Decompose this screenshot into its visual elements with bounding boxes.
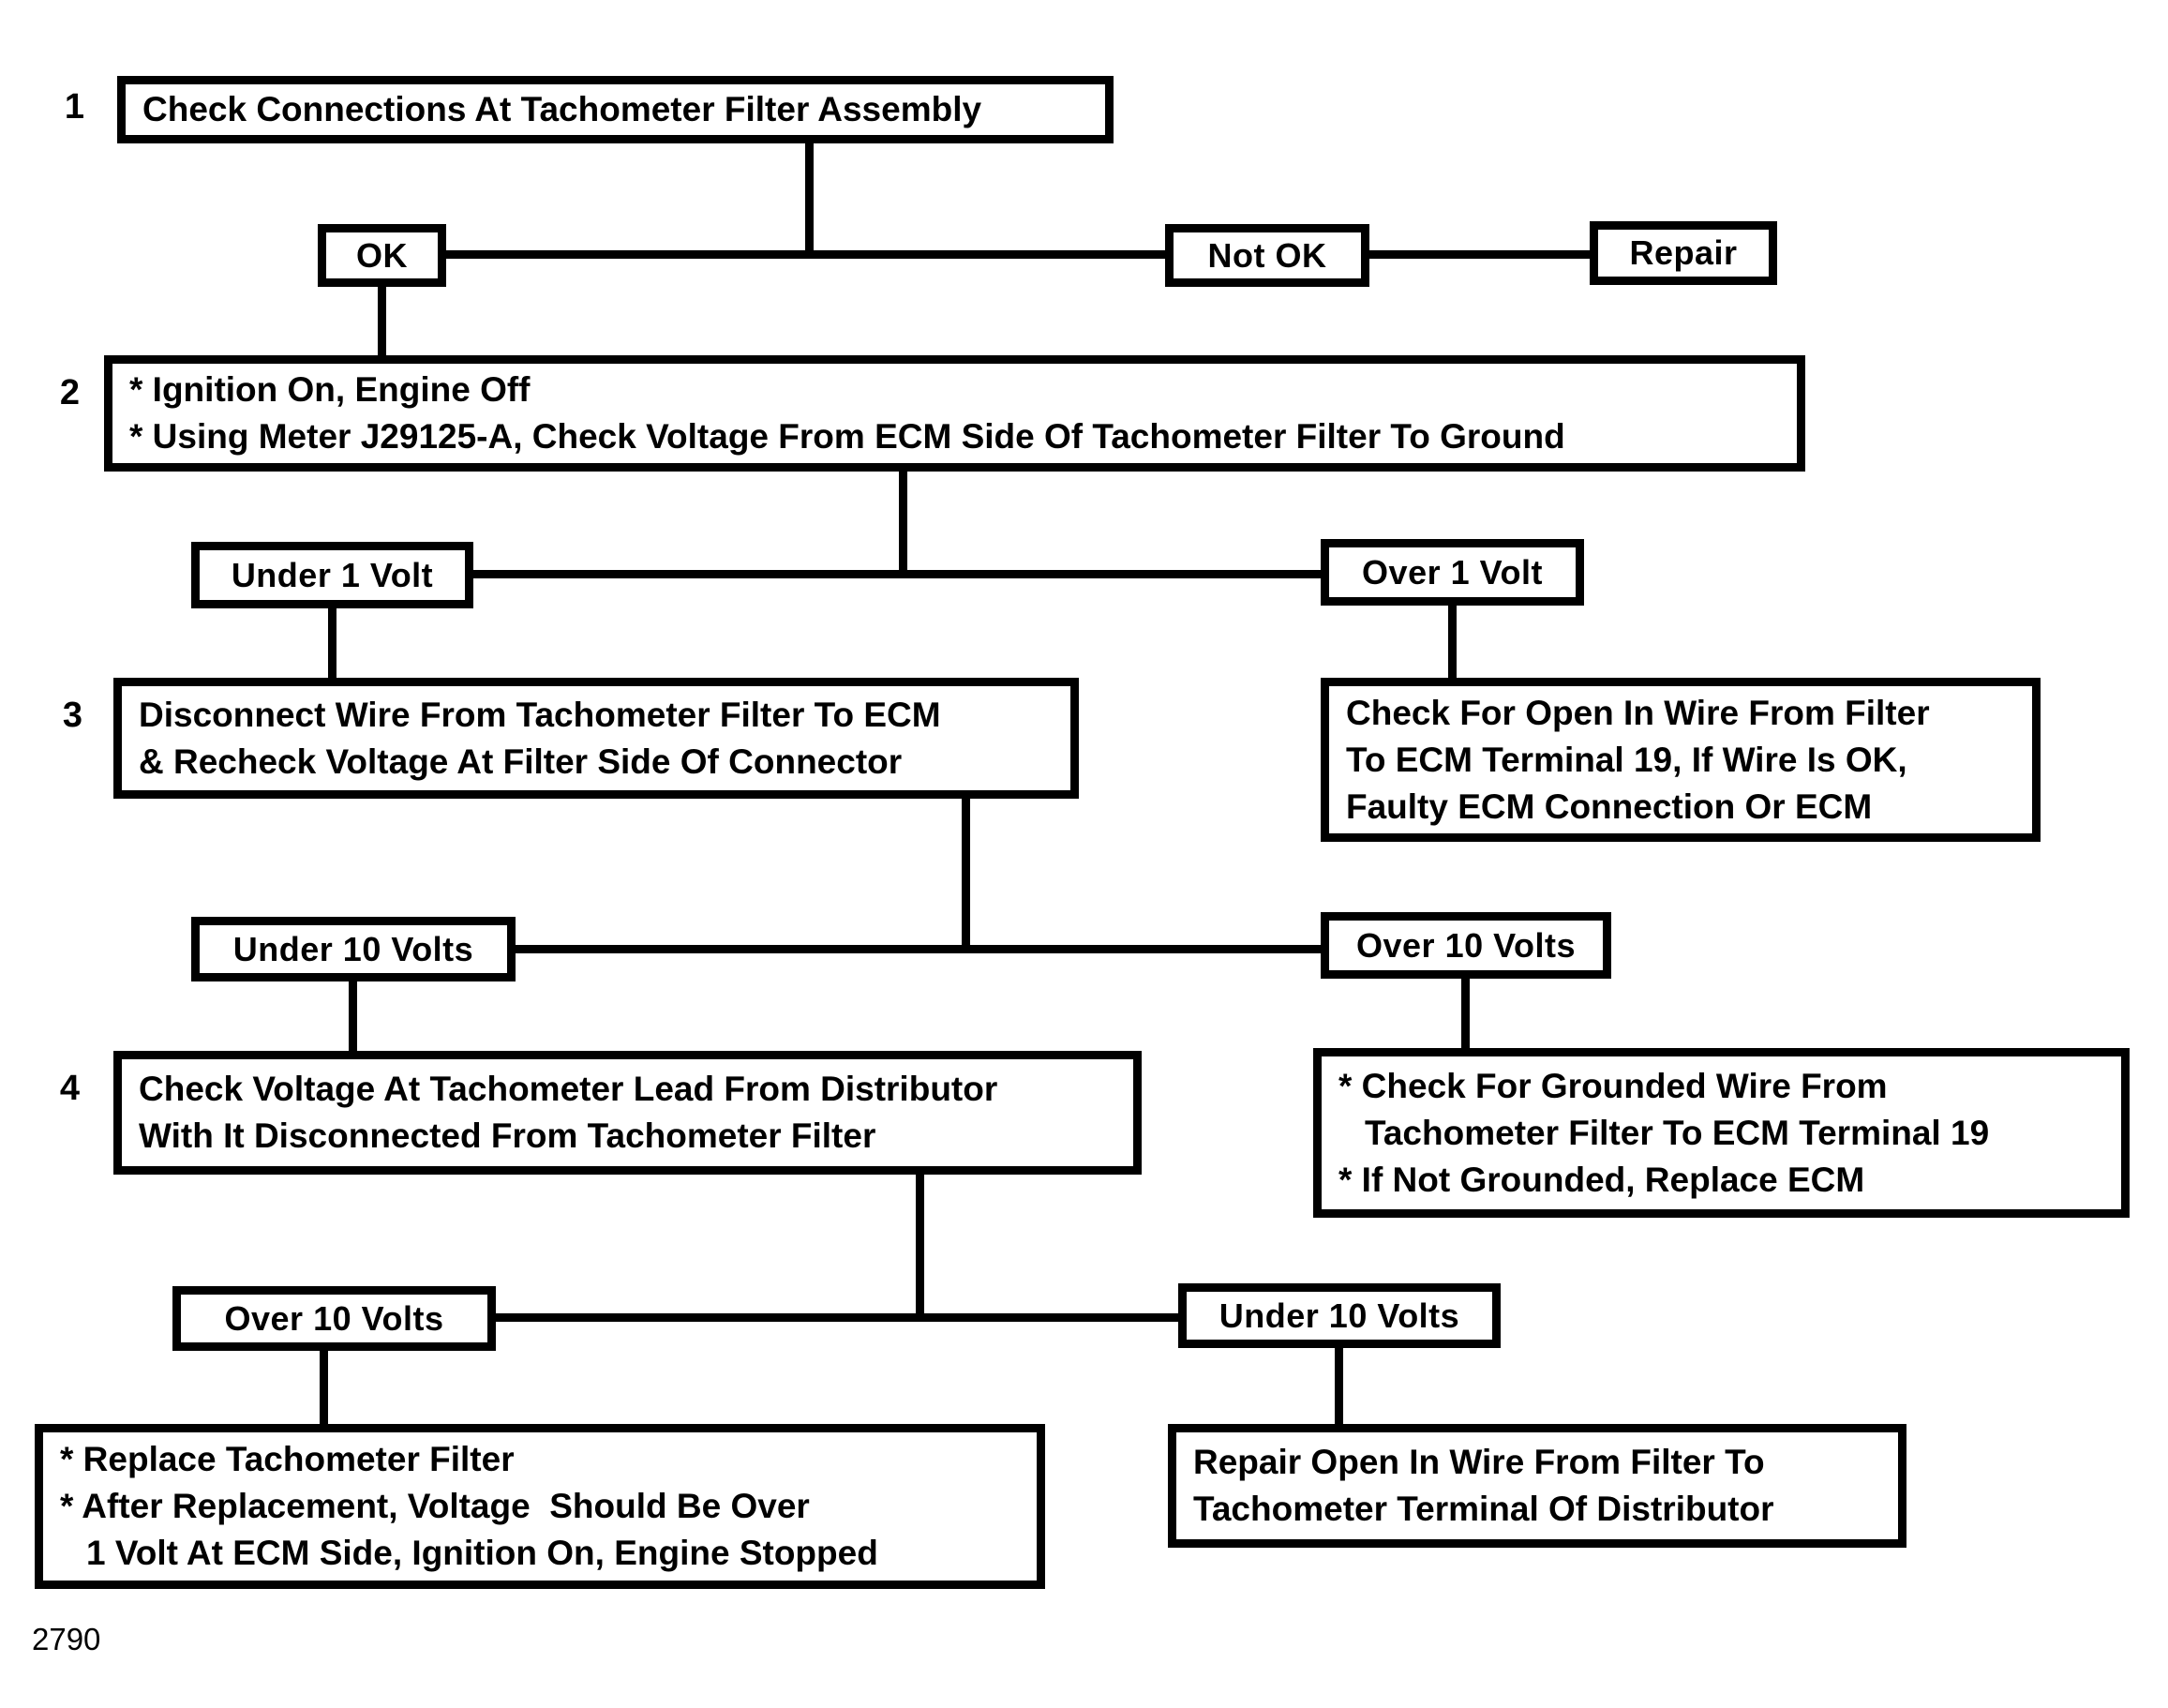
connector-line [805, 143, 814, 259]
node-text: Faulty ECM Connection Or ECM [1346, 787, 1873, 826]
node-ok: OK [318, 224, 446, 287]
step-number-1: 1 [64, 87, 84, 127]
node-repair-open-wire: Repair Open In Wire From Filter To Tacho… [1168, 1424, 1906, 1548]
step-number-2: 2 [59, 373, 80, 412]
connector-line [378, 287, 386, 357]
node-repair: Repair [1590, 221, 1777, 285]
node-replace-tachometer-filter: * Replace Tachometer Filter * After Repl… [35, 1424, 1045, 1589]
connector-line [1461, 979, 1470, 1048]
step-number-4: 4 [59, 1069, 80, 1108]
node-check-open-wire: Check For Open In Wire From Filter To EC… [1321, 678, 2041, 842]
node-under-10-volts: Under 10 Volts [191, 917, 516, 981]
node-disconnect-wire-recheck: Disconnect Wire From Tachometer Filter T… [113, 678, 1079, 799]
node-text: & Recheck Voltage At Filter Side Of Conn… [139, 742, 903, 781]
node-text: 1 Volt At ECM Side, Ignition On, Engine … [86, 1534, 878, 1572]
node-label: Over 10 Volts [224, 1298, 444, 1338]
connector-line [1335, 1348, 1343, 1424]
node-text: * Ignition On, Engine Off [129, 370, 531, 409]
node-text: Check Connections At Tachometer Filter A… [142, 90, 982, 128]
node-check-connections: Check Connections At Tachometer Filter A… [117, 76, 1114, 143]
node-text: To ECM Terminal 19, If Wire Is OK, [1346, 740, 1907, 779]
node-label: Not OK [1207, 235, 1327, 275]
node-check-voltage-tach-lead: Check Voltage At Tachometer Lead From Di… [113, 1051, 1142, 1175]
connector-line [328, 608, 336, 678]
node-text: * Replace Tachometer Filter [60, 1440, 515, 1478]
node-text: Tachometer Terminal Of Distributor [1193, 1490, 1774, 1528]
node-text: Tachometer Filter To ECM Terminal 19 [1365, 1113, 1990, 1152]
node-not-ok: Not OK [1165, 224, 1369, 287]
connector-line [468, 570, 1325, 578]
node-label: Under 1 Volt [231, 555, 434, 594]
node-over-10-volts: Over 10 Volts [1321, 912, 1611, 979]
connector-line [441, 250, 1172, 259]
connector-line [320, 1351, 328, 1424]
node-text: With It Disconnected From Tachometer Fil… [139, 1116, 876, 1155]
connector-line [899, 472, 907, 578]
figure-number: 2790 [32, 1622, 101, 1656]
connector-line [1364, 250, 1596, 259]
node-text: * Using Meter J29125-A, Check Voltage Fr… [129, 417, 1565, 456]
node-label: Over 10 Volts [1356, 925, 1576, 965]
connector-line [916, 1175, 924, 1322]
connector-line [490, 1313, 1184, 1322]
node-under-1-volt: Under 1 Volt [191, 542, 473, 608]
node-text: * After Replacement, Voltage Should Be O… [60, 1487, 810, 1525]
node-under-10-volts-2: Under 10 Volts [1178, 1283, 1501, 1348]
node-text: * If Not Grounded, Replace ECM [1338, 1160, 1865, 1199]
node-text: * Check For Grounded Wire From [1338, 1066, 1888, 1105]
connector-line [1448, 606, 1457, 678]
node-text: Check Voltage At Tachometer Lead From Di… [139, 1070, 998, 1108]
step-number-3: 3 [62, 696, 82, 735]
node-check-voltage-ecm-side: * Ignition On, Engine Off * Using Meter … [104, 355, 1805, 472]
node-text: Repair Open In Wire From Filter To [1193, 1443, 1765, 1481]
connector-line [510, 945, 1325, 953]
node-over-10-volts-2: Over 10 Volts [172, 1286, 496, 1351]
node-label: OK [356, 235, 408, 275]
node-over-1-volt: Over 1 Volt [1321, 539, 1584, 606]
node-text: Disconnect Wire From Tachometer Filter T… [139, 695, 941, 734]
node-label: Over 1 Volt [1362, 552, 1543, 592]
node-label: Under 10 Volts [1219, 1296, 1460, 1335]
node-label: Under 10 Volts [232, 929, 474, 968]
node-text: Check For Open In Wire From Filter [1346, 693, 1930, 732]
node-check-grounded-wire: * Check For Grounded Wire From Tachomete… [1313, 1048, 2130, 1218]
connector-line [962, 799, 970, 953]
connector-line [349, 981, 357, 1051]
node-label: Repair [1629, 233, 1738, 272]
